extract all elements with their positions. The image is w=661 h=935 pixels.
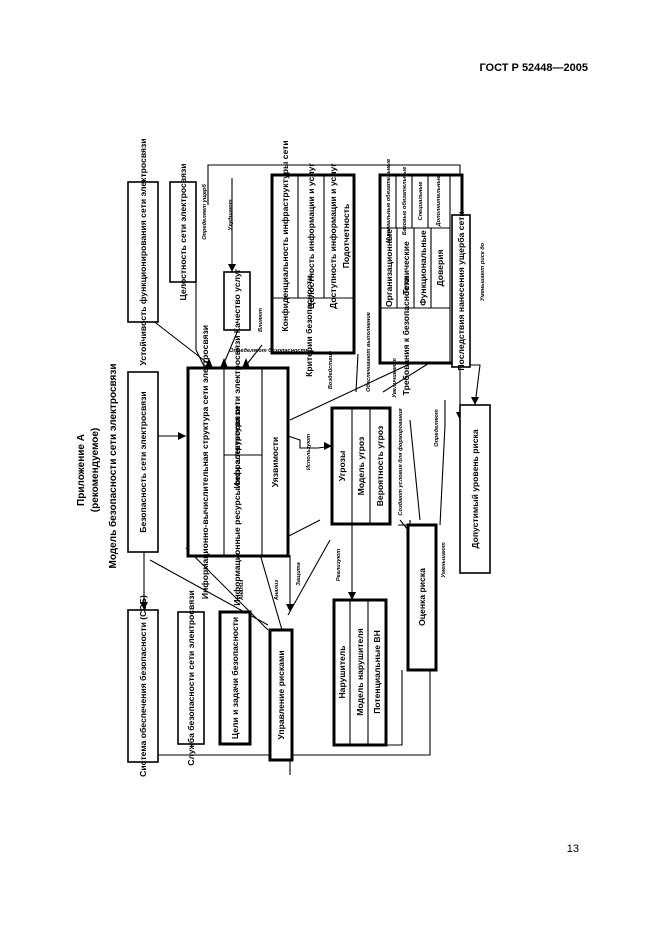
sos-label: Система обеспечения безопасности (СОБ) (138, 595, 148, 777)
criteria-item-1: Конфиденциальность инфраструктуры сети (280, 140, 290, 331)
edge-label-exploits: Используют (306, 434, 312, 470)
edge-label-increase: Увеличивают (392, 358, 398, 398)
criteria-item-3: Доступность информации и услуг (328, 163, 338, 309)
integrity-box (169, 181, 197, 283)
criteria-box (270, 173, 356, 355)
edge-label-determine: Определяют (434, 409, 440, 447)
intruder-model-label: Модель нарушителя (355, 628, 365, 715)
ics-structure-box (186, 366, 290, 558)
quality-box (223, 271, 251, 331)
threats-label: Угрозы (337, 451, 347, 482)
requirements-level-4: Дополнительные (436, 176, 442, 228)
ics-structure-label: Информационно-вычислительная структура с… (200, 325, 210, 599)
goals-label: Цели и задачи безопасности (230, 617, 240, 739)
intruder-box (332, 598, 388, 747)
network-security-label: Безопасность сети электросвязи (138, 391, 148, 532)
risk-mgmt-box (268, 628, 294, 762)
sustainability-box (127, 181, 159, 323)
edge-label-analysis-2: Анализ (274, 580, 280, 601)
sustainability-label: Устойчивость функционирования сети элект… (138, 138, 148, 365)
requirements-item-3: Функциональные (418, 230, 428, 306)
damage-label: Последствия нанесения ущерба сети (456, 211, 466, 370)
edge-label-influences: Влияют (258, 308, 264, 332)
edge-label-provides-execution: Обеспечивают выполнение (365, 312, 372, 392)
acceptable-risk-label: Допустимый уровень риска (470, 429, 480, 548)
risk-mgmt-label: Управление рисками (276, 650, 286, 739)
security-service-label: Служба безопасности сети электросвязи (186, 590, 196, 766)
requirements-item-4: Доверия (435, 250, 445, 287)
damage-box (451, 214, 471, 368)
acceptable-risk-box (459, 404, 491, 574)
appendix-subtitle: (рекомендуемое) (90, 428, 101, 512)
quality-label: Качество услуг (232, 268, 242, 333)
edge-label-protection: Защита (296, 562, 302, 585)
edge-label-determines-security: Определяют безопасность (229, 347, 309, 354)
infrastructure-label: Инфраструктура сети электросвязи (232, 335, 242, 488)
edge-label-analysis: Анализ (239, 580, 245, 601)
threats-box (330, 406, 392, 526)
appendix-title: Приложение А (76, 434, 87, 506)
security-service-box (177, 611, 205, 745)
vulnerabilities-label: Уязвимости (270, 437, 280, 487)
diagram-title: Модель безопасности сети электросвязи (107, 363, 119, 568)
goals-box (218, 610, 252, 746)
edge-label-realize: Реализуют (336, 549, 342, 581)
sos-box (127, 609, 159, 763)
standard-number: ГОСТ Р 52448—2005 (479, 62, 588, 74)
network-security-box (127, 371, 159, 553)
edge-label-influence: Воздействие (327, 351, 334, 389)
requirements-level-1: Минимальные обязательные (385, 159, 392, 243)
info-resources-label: Информационные ресурсы сети электросвязи (232, 406, 242, 605)
intruder-label: Нарушитель (337, 645, 347, 698)
intruder-potential-label: Потенциальные ВН (372, 630, 382, 714)
threat-model-label: Модель угроз (356, 437, 366, 496)
edge-label-creates-conditions: Создают условия для формирования (397, 408, 404, 516)
edge-label-reduces-risk: Уменьшают риск до (480, 242, 486, 301)
edge-label-reduce: Уменьшают (441, 542, 447, 577)
requirements-box (378, 173, 464, 365)
threat-probability-label: Вероятность угроз (375, 426, 385, 507)
requirements-item-2: Технические (401, 241, 411, 295)
integrity-label: Целостность сети электросвязи (178, 163, 188, 300)
criteria-title: Критерии безопасности (304, 275, 314, 377)
risk-assessment-box (406, 523, 438, 672)
criteria-item-4: Подотчетность (341, 204, 351, 268)
requirements-level-3: Специальные (418, 182, 424, 221)
requirements-item-1: Организационные (384, 229, 394, 307)
criteria-item-2: Целостность информации и услуг (306, 163, 316, 309)
risk-assessment-label: Оценка риска (417, 568, 427, 626)
requirements-level-2: Базовые обязательные (401, 167, 408, 235)
page-number: 13 (566, 843, 579, 855)
edge-label-worsens: Ухудшают (228, 199, 234, 230)
edge-label-determines-damage: Определяет ущерб (201, 184, 208, 240)
requirements-title: Требования к безопасности (401, 277, 411, 396)
